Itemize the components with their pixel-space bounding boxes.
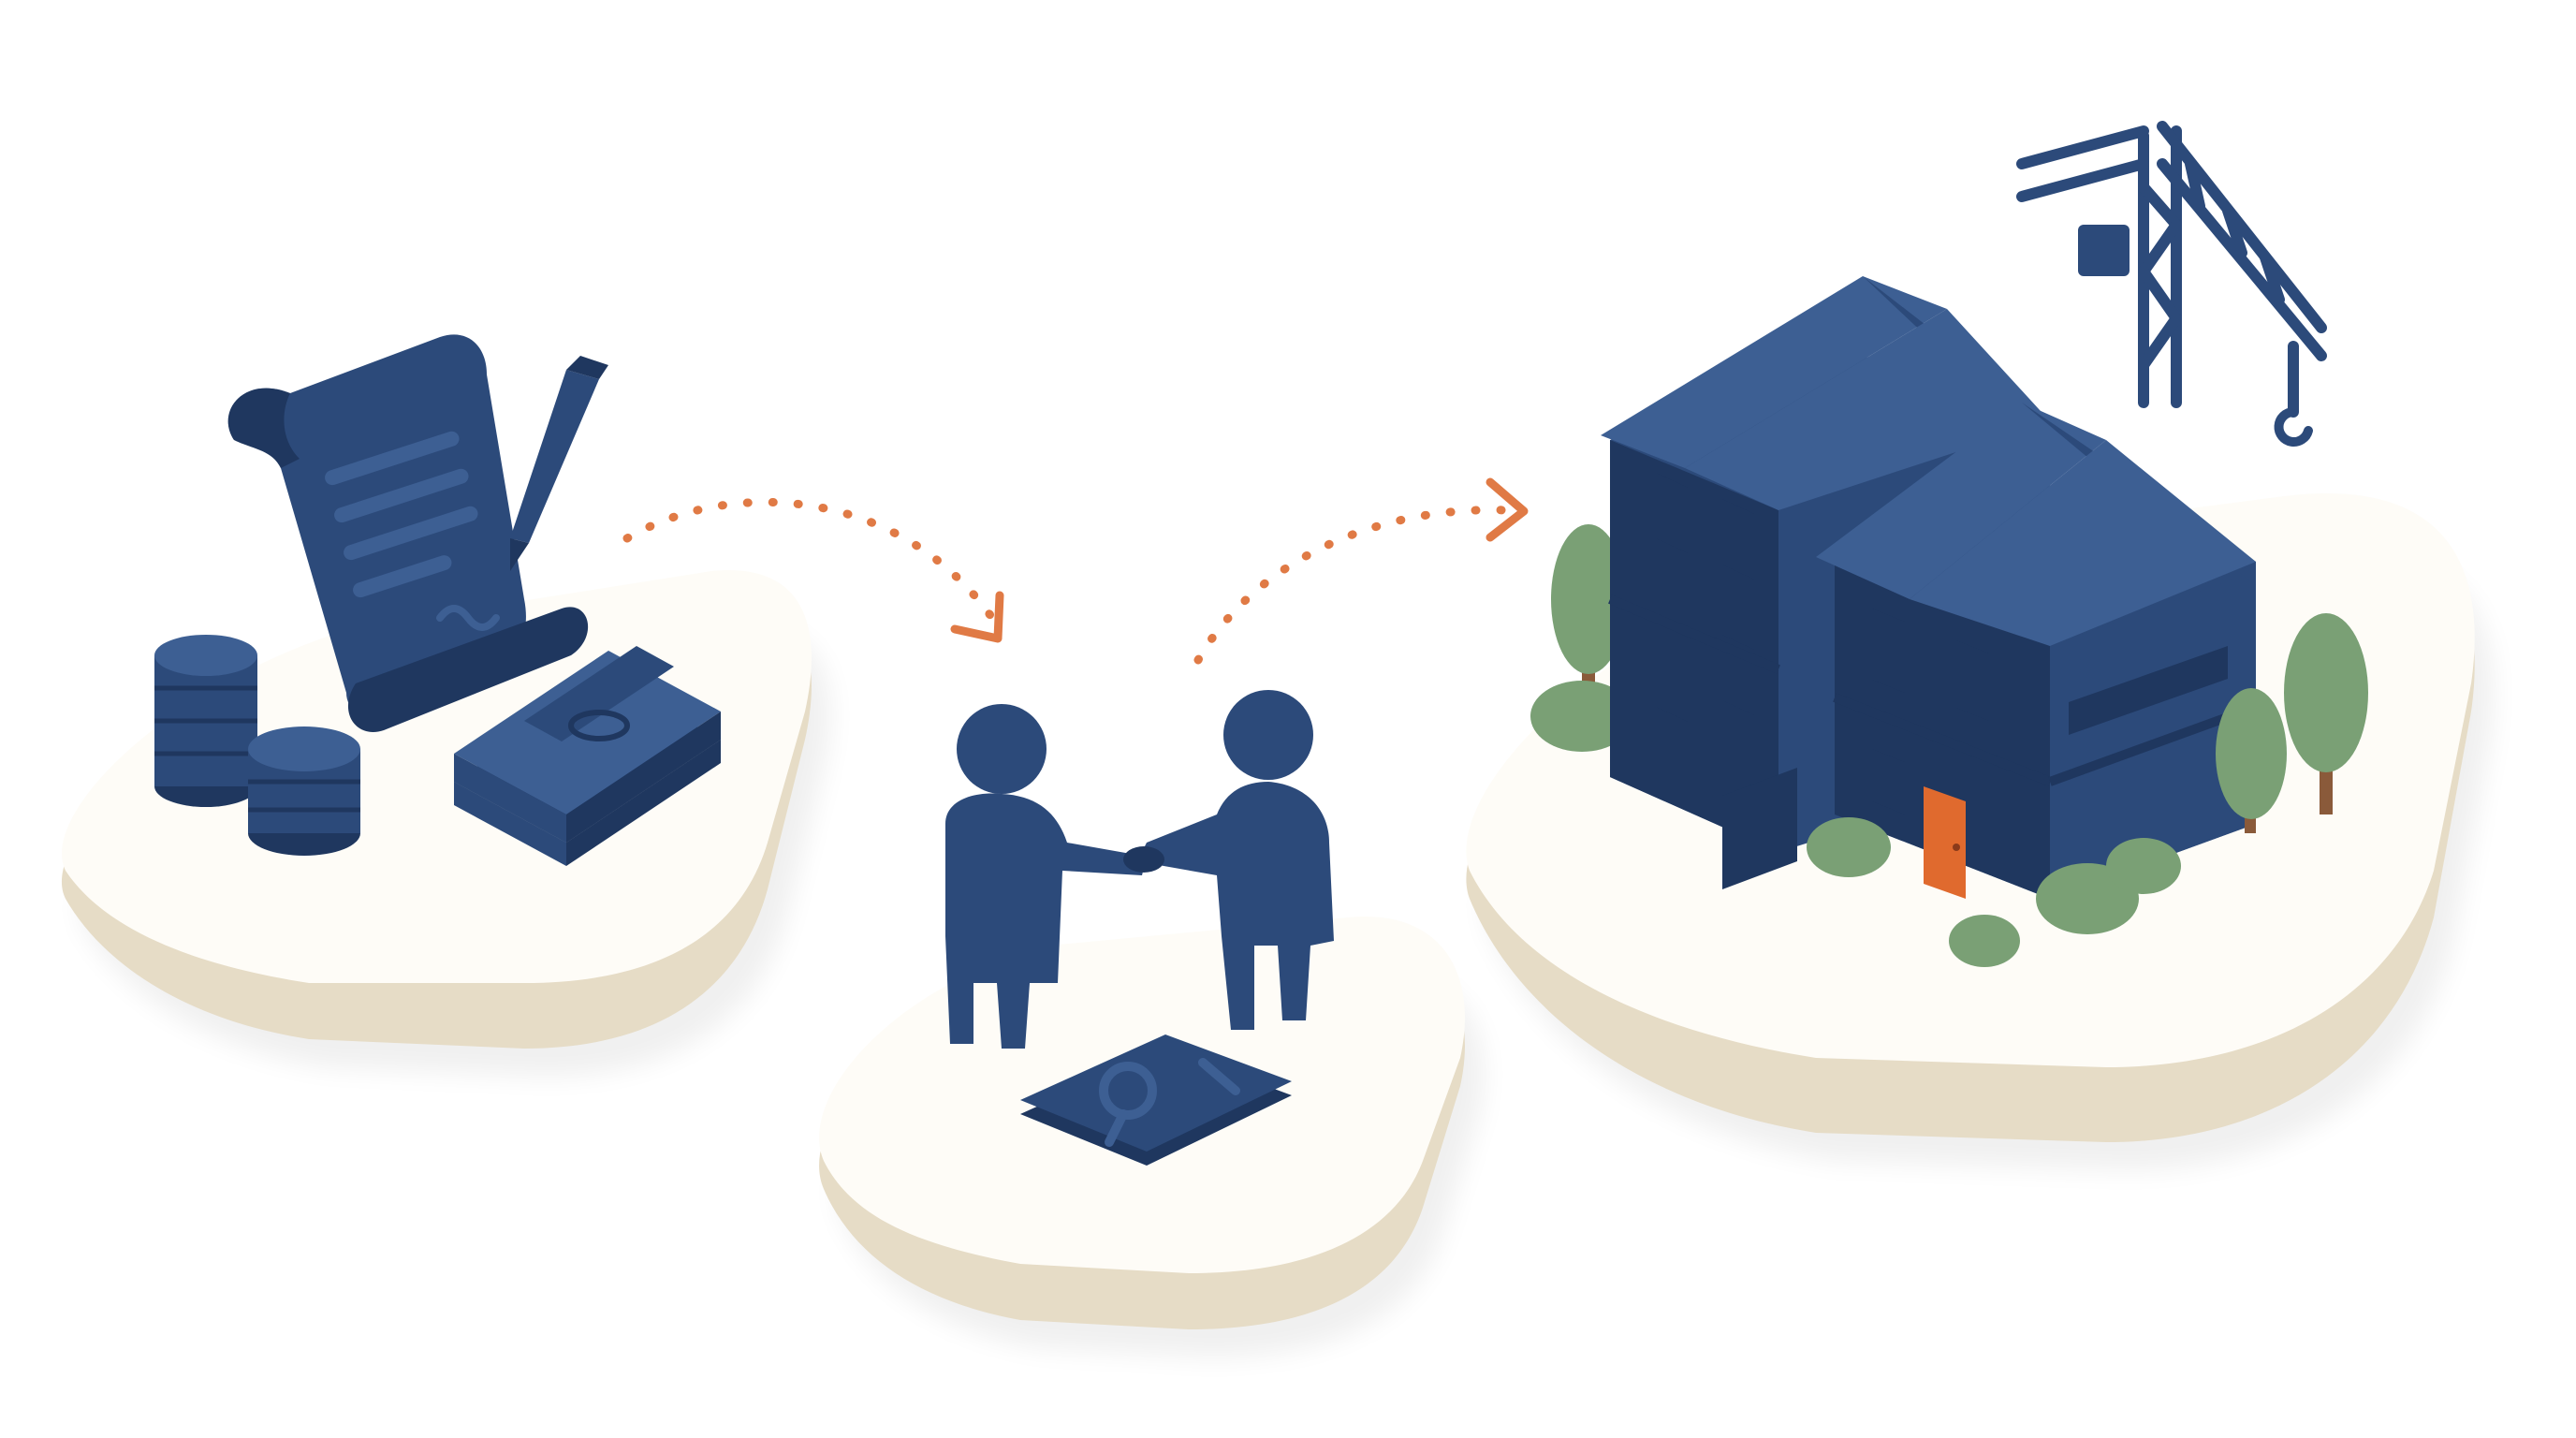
- tree-icon: [1551, 524, 1626, 683]
- cash-stack-icon: [454, 646, 721, 866]
- contract-scroll-icon: [227, 334, 589, 732]
- dotted-arrow: [1193, 477, 1529, 665]
- handshake-figures-icon: [945, 690, 1334, 1049]
- key-card-icon: [1020, 1034, 1292, 1166]
- crane-icon: [2016, 121, 2327, 447]
- house-icon: [1601, 276, 2258, 899]
- coin-stack-icon: [154, 635, 360, 856]
- bush-icon: [1807, 817, 2181, 967]
- dotted-arrow: [622, 497, 1004, 643]
- tree-icon: [2216, 613, 2368, 833]
- pen-icon: [510, 356, 608, 571]
